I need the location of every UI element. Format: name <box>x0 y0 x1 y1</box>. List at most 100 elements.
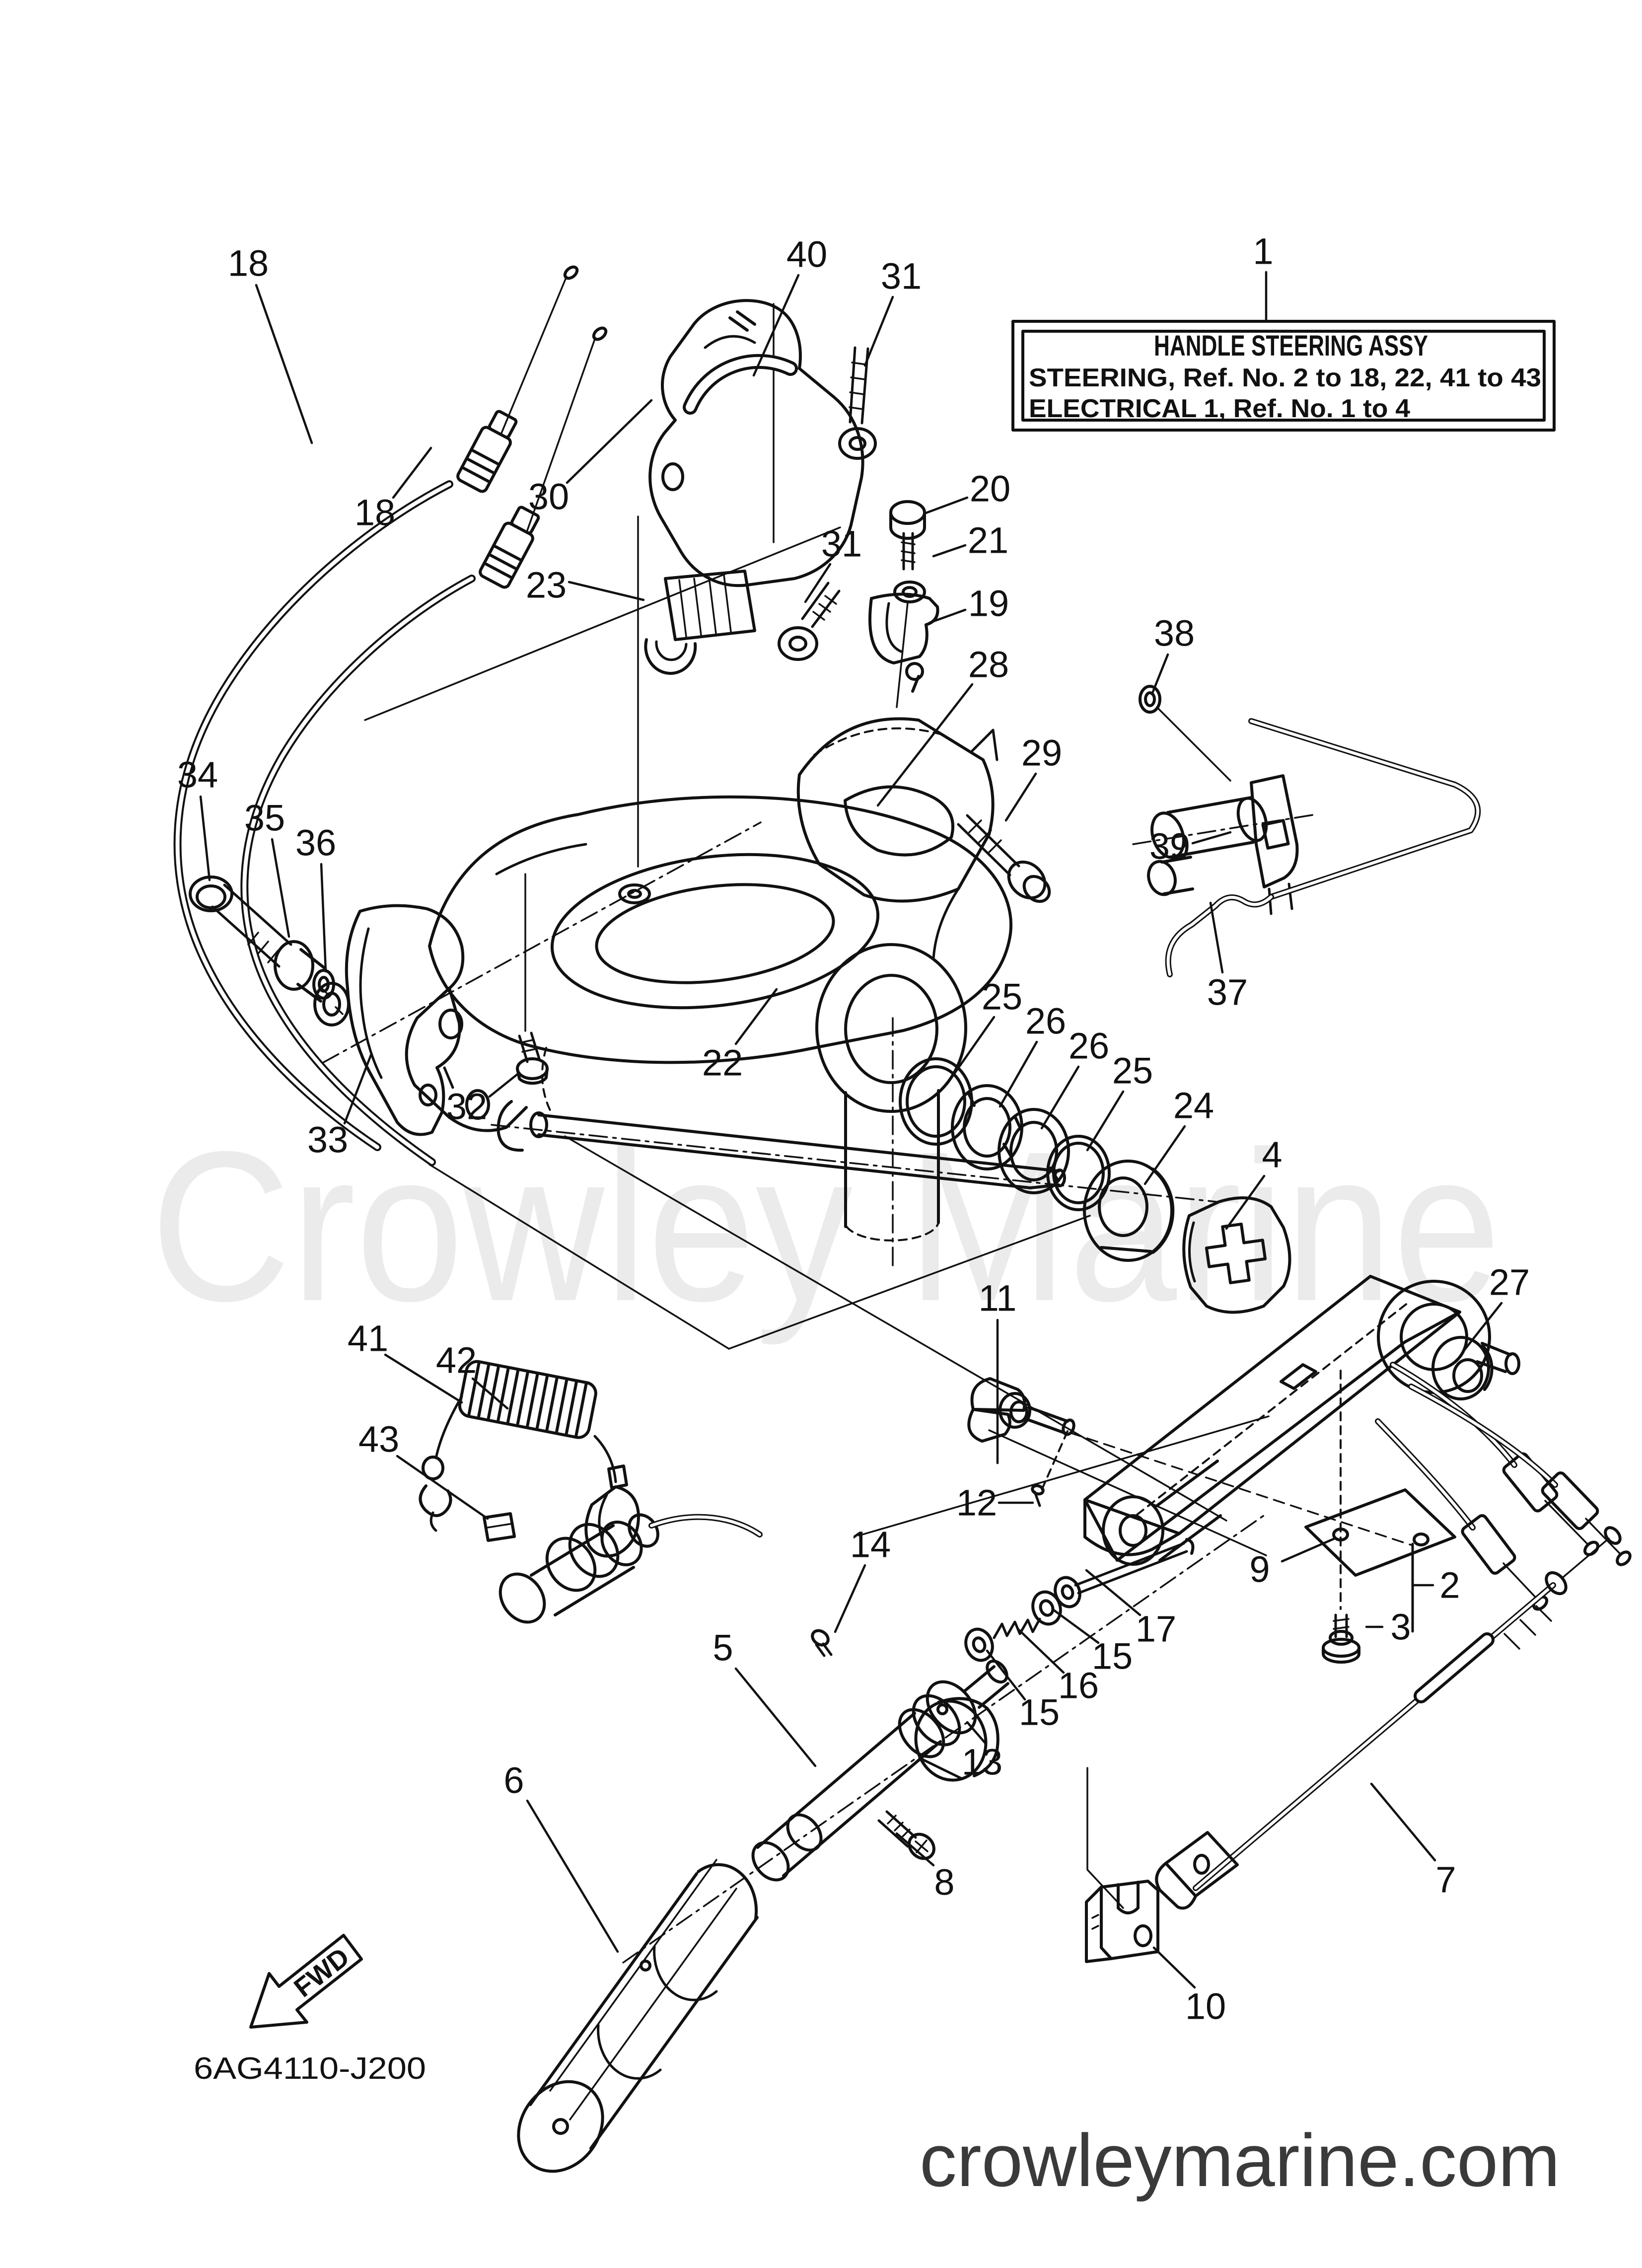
clip-40 <box>683 354 798 415</box>
callout-5: 5 <box>713 1627 733 1669</box>
oring-25-right <box>1046 1135 1111 1211</box>
callout-leader-5 <box>734 1667 817 1767</box>
cover-28 <box>796 717 999 903</box>
callout-leader-41 <box>384 1353 463 1404</box>
callout-leader-42 <box>471 1377 509 1410</box>
callout-7: 7 <box>1435 1859 1456 1901</box>
callout-43: 43 <box>358 1419 399 1460</box>
callout-leader-18-lower <box>392 446 432 499</box>
callout-leader-22 <box>734 988 778 1045</box>
callout-leader-23 <box>568 581 645 601</box>
callout-leader-32 <box>488 1071 521 1098</box>
callout-leader-40 <box>752 274 800 377</box>
steering-shaft-22 <box>491 1100 1217 1203</box>
diagram-code: 6AG4110-J200 <box>194 2051 426 2086</box>
callout-14: 14 <box>850 1524 891 1565</box>
callout-13: 13 <box>962 1742 1002 1783</box>
bolt-20 <box>889 500 926 571</box>
callout-leader-18-upper <box>255 284 313 444</box>
callout-42: 42 <box>436 1340 477 1381</box>
callout-41: 41 <box>348 1318 388 1359</box>
friction-block-4 <box>1182 1196 1291 1314</box>
callout-2: 2 <box>1439 1565 1460 1606</box>
callout-27: 27 <box>1489 1262 1530 1303</box>
fwd-arrow: FWD <box>249 1934 363 2029</box>
callout-35: 35 <box>244 798 285 839</box>
screw-32 <box>516 873 549 1085</box>
callout-33: 33 <box>307 1119 348 1161</box>
callout-leader-10 <box>1152 1946 1196 1989</box>
callout-18-upper: 18 <box>228 243 269 284</box>
callout-38: 38 <box>1154 613 1195 654</box>
callout-19: 19 <box>968 583 1009 624</box>
clamp-bracket-33 <box>345 904 465 1136</box>
callout-leader-38 <box>1150 653 1169 696</box>
callout-leader-26-right <box>1040 1065 1080 1130</box>
callout-leader-26-left <box>999 1040 1038 1108</box>
washer-15-lower <box>964 1627 994 1662</box>
callout-leader-21 <box>932 544 967 558</box>
callout-1: 1 <box>1253 231 1273 272</box>
spring-16 <box>993 1617 1041 1639</box>
callout-leader-39 <box>1191 831 1232 845</box>
throttle-rod-17 <box>1054 1538 1195 1609</box>
socket-screws-31 <box>778 346 877 661</box>
callout-34: 34 <box>177 754 218 796</box>
throttle-cables-18 <box>173 265 608 1166</box>
callout-23: 23 <box>526 565 567 606</box>
callout-9: 9 <box>1249 1549 1270 1590</box>
website-text: crowleymarine.com <box>920 2119 1560 2202</box>
callout-25-left: 25 <box>982 976 1022 1018</box>
callout-leader-8 <box>895 1832 935 1867</box>
callout-3: 3 <box>1390 1607 1411 1648</box>
bolt-34 <box>189 876 292 968</box>
callout-leader-34 <box>199 795 211 881</box>
screw-8 <box>877 1810 935 1860</box>
title-box-line2: STEERING, Ref. No. 2 to 18, 22, 41 to 43 <box>1029 364 1541 392</box>
callout-leader-14 <box>834 1564 866 1633</box>
callout-18-lower: 18 <box>355 492 395 533</box>
callout-17: 17 <box>1136 1609 1176 1650</box>
callout-leader-9 <box>1281 1537 1336 1563</box>
callout-leader-37 <box>1209 901 1224 974</box>
grip-6 <box>517 1859 759 2173</box>
construction-lines <box>322 526 1414 1964</box>
handle-tube-5 <box>751 1659 1009 1882</box>
bolt-29 <box>957 814 1051 903</box>
callout-leader-33 <box>343 1052 373 1125</box>
rod-clamp-10 <box>1085 1880 1159 1963</box>
callout-16: 16 <box>1058 1665 1099 1706</box>
callout-31-lower: 31 <box>821 523 862 565</box>
callout-8: 8 <box>934 1862 954 1903</box>
callout-26-right: 26 <box>1069 1025 1109 1067</box>
friction-adjuster-38 <box>1132 685 1317 915</box>
title-box: HANDLE STEERING ASSY STEERING, Ref. No. … <box>1011 320 1556 432</box>
callout-leader-25-left <box>946 1016 996 1085</box>
grommet-27 <box>1431 1336 1494 1400</box>
callout-leader-27 <box>1462 1302 1503 1352</box>
callout-20: 20 <box>970 468 1010 510</box>
callout-10: 10 <box>1185 1986 1226 2027</box>
washer-15-upper <box>1031 1590 1062 1626</box>
callout-39: 39 <box>1149 826 1190 867</box>
kill-switch-body <box>483 1512 763 1624</box>
link-rod-7 <box>1155 1526 1622 1910</box>
bushing-24 <box>1083 1160 1175 1262</box>
callout-leader-29 <box>1004 772 1037 822</box>
steering-bracket-casting <box>405 795 1012 1272</box>
callout-leader-20 <box>923 496 969 515</box>
title-box-title: HANDLE STEERING ASSY <box>1154 330 1428 362</box>
wing-screw-11 <box>967 1377 1075 1491</box>
callout-leader-19 <box>928 608 967 624</box>
lanyard-41-42-43 <box>419 1360 640 1558</box>
callout-leader-4 <box>1225 1174 1266 1230</box>
callout-4: 4 <box>1262 1134 1282 1175</box>
callout-6: 6 <box>503 1760 524 1801</box>
callout-37: 37 <box>1207 972 1248 1013</box>
callout-leader-28 <box>876 683 974 807</box>
callout-32: 32 <box>446 1086 487 1127</box>
title-box-line3: ELECTRICAL 1, Ref. No. 1 to 4 <box>1029 394 1410 423</box>
callout-leader-43 <box>396 1455 489 1520</box>
